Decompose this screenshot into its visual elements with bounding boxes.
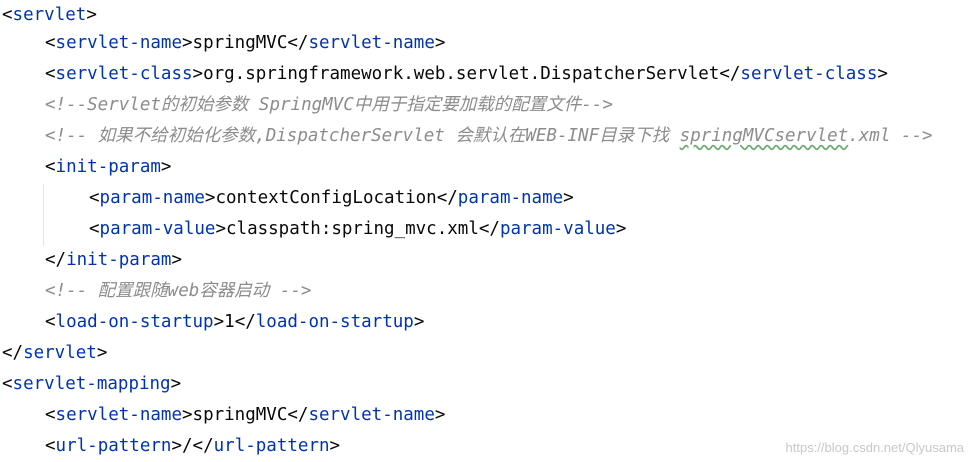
code-line: <param-value>classpath:spring_mvc.xml</p… <box>89 219 627 239</box>
xml-close-tag: param-name <box>457 188 564 208</box>
xml-tag: init-param <box>55 157 161 177</box>
code-line: <servlet-name>springMVC</servlet-name> <box>45 405 446 425</box>
code-line: <servlet> <box>2 5 97 25</box>
xml-text: springMVC <box>192 33 288 53</box>
code-comment: <!-- 如果不给初始化参数,DispatcherServlet 会默认在WEB… <box>45 121 933 152</box>
code-line: <servlet-name>springMVC</servlet-name> <box>45 33 446 53</box>
comment-text: .xml --> <box>848 126 933 146</box>
code-line: <param-name>contextConfigLocation</param… <box>89 188 574 208</box>
xml-text: / <box>182 436 193 456</box>
code-line: <init-param> <box>45 157 172 177</box>
xml-close-tag: servlet-name <box>308 33 435 53</box>
xml-close-tag: param-value <box>499 219 616 239</box>
xml-close-tag: servlet <box>23 343 97 363</box>
xml-text: org.springframework.web.servlet.Dispatch… <box>203 64 720 84</box>
code-line: <servlet-mapping> <box>2 374 182 394</box>
xml-text: 1 <box>224 312 235 332</box>
xml-text: contextConfigLocation <box>215 188 437 208</box>
xml-tag: servlet-mapping <box>12 374 171 394</box>
xml-tag: servlet <box>12 5 87 25</box>
indent-guide <box>43 184 44 246</box>
comment-text: <!-- 如果不给初始化参数,DispatcherServlet 会默认在WEB… <box>45 126 680 146</box>
code-line: <load-on-startup>1</load-on-startup> <box>45 312 425 332</box>
xml-close-tag: init-param <box>66 250 172 270</box>
code-line: </servlet> <box>2 343 108 363</box>
spellcheck-warning: springMVCservlet <box>679 126 849 146</box>
code-comment: <!-- 配置跟随web容器启动 --> <box>45 281 312 301</box>
xml-close-tag: servlet-name <box>308 405 435 425</box>
xml-tag: servlet-class <box>55 64 193 84</box>
xml-tag: param-value <box>99 219 216 239</box>
xml-text: springMVC <box>192 405 288 425</box>
xml-close-tag: servlet-class <box>740 64 878 84</box>
xml-tag: load-on-startup <box>55 312 214 332</box>
xml-tag: url-pattern <box>55 436 172 456</box>
xml-tag: param-name <box>99 188 205 208</box>
xml-close-tag: load-on-startup <box>255 312 414 332</box>
xml-tag: servlet-name <box>55 33 182 53</box>
xml-text: classpath:spring_mvc.xml <box>226 219 479 239</box>
code-line: </init-param> <box>45 250 182 270</box>
code-line: <servlet-class>org.springframework.web.s… <box>45 64 888 84</box>
xml-tag: servlet-name <box>55 405 182 425</box>
code-line: <url-pattern>/</url-pattern> <box>45 436 341 456</box>
watermark: https://blog.csdn.net/Qlyusama <box>785 440 964 455</box>
xml-close-tag: url-pattern <box>213 436 330 456</box>
code-comment: <!--Servlet的初始参数 SpringMVC中用于指定要加载的配置文件-… <box>45 95 613 115</box>
